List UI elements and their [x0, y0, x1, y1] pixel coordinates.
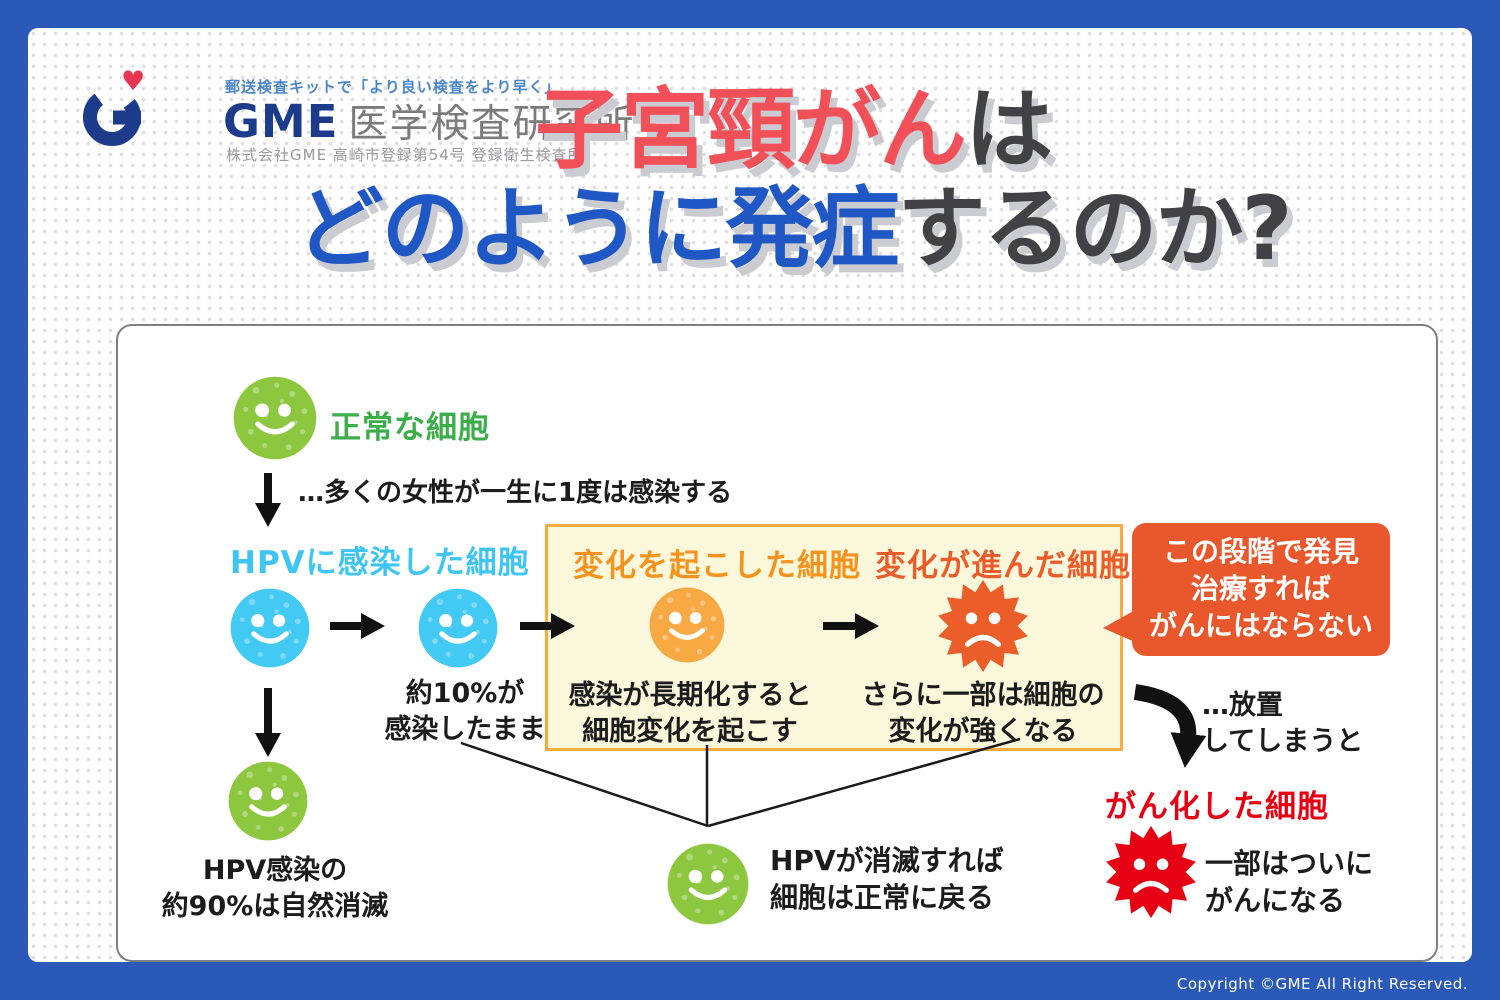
- heart-icon: ♥: [121, 66, 146, 97]
- normal-cell-icon: [232, 375, 318, 461]
- title-line2-highlight: どのように発症: [295, 177, 899, 280]
- copyright-text: Copyright ©GME All Right Reserved.: [1176, 975, 1468, 993]
- neglect-curved-arrow: [1133, 684, 1207, 768]
- title-line1-rest: は: [965, 78, 1053, 181]
- normal-cell-label: 正常な細胞: [330, 410, 490, 446]
- page-title: 子宮頸がんは どのように発症するのか?: [278, 80, 1308, 278]
- advanced-cell-label: 変化が進んだ細胞: [875, 548, 1131, 584]
- persist-note: 約10%が 感染したまま: [384, 678, 546, 745]
- revert-lines: [460, 737, 1021, 828]
- hpv-cell-icon: [229, 587, 311, 669]
- logo-tagline: 郵送検査キットで「より良い検査をより早く」: [225, 78, 561, 96]
- title-line-2: どのように発症するのか?: [278, 179, 1308, 278]
- clearance-note: HPV感染の 約90%は自然消滅: [161, 855, 389, 922]
- infection-note: …多くの女性が一生に1度は感染する: [298, 478, 733, 508]
- revert-note: HPVが消滅すれば 細胞は正常に戻る: [770, 844, 1004, 914]
- title-line2-rest: するのか?: [897, 177, 1292, 280]
- cancer-cell-label: がん化した細胞: [1105, 789, 1329, 825]
- neglect-note: …放置 してしまうと: [1202, 690, 1364, 757]
- early-detection-callout: この段階で発見 治療すれば がんにはならない: [1132, 523, 1390, 656]
- cancer-note: 一部はついに がんになる: [1205, 847, 1374, 917]
- advanced-cell-note: さらに一部は細胞の 変化が強くなる: [861, 680, 1105, 747]
- registration-text: 株式会社GME 高崎市登録第54号 登録衛生検査所: [226, 146, 584, 164]
- hpv-cell-persist-icon: [417, 587, 499, 669]
- recovered-cell-icon: [666, 842, 750, 926]
- cancer-cell-icon: [1103, 824, 1199, 920]
- brand-name: GME: [223, 95, 339, 148]
- hpv-infected-label: HPVに感染した細胞: [230, 545, 530, 581]
- cleared-cell-icon: [227, 760, 309, 842]
- advanced-cell-icon: [935, 578, 1031, 674]
- changed-cell-icon: [648, 586, 726, 664]
- dysplasia-stage-box: [545, 524, 1123, 751]
- gme-g-mark-icon: [83, 88, 141, 146]
- flowchart-panel: 正常な細胞 …多くの女性が一生に1度は感染する HPVに感染した細胞 約10%が…: [116, 324, 1438, 962]
- changed-cell-note: 感染が長期化すると 細胞変化を起こす: [568, 680, 812, 747]
- title-line-1: 子宮頸がんは: [278, 80, 1308, 179]
- brand-suffix: 医学検査研究所: [348, 102, 636, 147]
- title-line1-highlight: 子宮頸がん: [534, 78, 967, 181]
- changed-cell-label: 変化を起こした細胞: [573, 548, 861, 584]
